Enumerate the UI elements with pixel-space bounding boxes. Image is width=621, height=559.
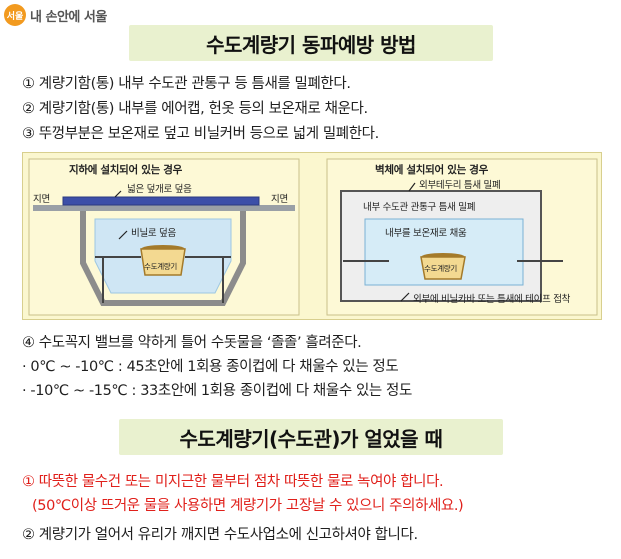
ground-left-label: 지면 — [33, 194, 50, 205]
wide-cover-icon — [62, 196, 260, 206]
logo-text: 내 손안에 서울 — [30, 9, 107, 25]
pipe-down-icon — [102, 257, 224, 303]
flow-note-2: · -10℃ ~ -15℃ : 33초안에 1회용 종이컵에 다 채울수 있는 … — [22, 383, 412, 399]
ground-right-label: 지면 — [271, 194, 288, 205]
wall-title: 벽체에 설치되어 있는 경우 — [375, 164, 489, 176]
seoul-logo-icon: 서울 — [4, 4, 26, 26]
hot-water-warning: (50℃이상 뜨거운 물을 사용하면 계량기가 고장날 수 있으니 주의하세요.… — [32, 498, 464, 514]
section2-title-banner: 수도계량기(수도관)가 얼었을 때 — [119, 419, 503, 455]
inner-seal-label: 내부 수도관 관통구 틈새 밀폐 — [363, 202, 476, 213]
prevention-step-1: ① 계량기함(통) 내부 수도관 관통구 등 틈새를 밀폐한다. — [22, 76, 351, 92]
insulation-diagram: 지하에 설치되어 있는 경우 넓은 덮개로 덮음 지면 지면 비닐로 덮음 수도… — [22, 152, 602, 320]
prevention-step-2: ② 계량기함(통) 내부를 에어캡, 헌옷 등의 보온재로 채운다. — [22, 101, 368, 117]
meter-label: 수도계량기 — [144, 262, 177, 271]
seoul-logo: 서울 내 손안에 서울 — [4, 4, 107, 26]
report-instruction: ② 계량기가 얼어서 유리가 깨지면 수도사업소에 신고하셔야 합니다. — [22, 527, 418, 543]
meter-pit-icon — [80, 211, 246, 306]
wide-cover-label: 넓은 덮개로 덮음 — [127, 184, 192, 195]
prevention-step-4: ④ 수도꼭지 밸브를 약하게 틀어 수돗물을 ‘졸졸’ 흘려준다. — [22, 335, 362, 351]
wall-water-meter-icon — [420, 256, 466, 280]
section1-title: 수도계량기 동파예방 방법 — [206, 32, 416, 57]
prevention-step-3: ③ 뚜껑부분은 보온재로 덮고 비닐커버 등으로 넓게 밀폐한다. — [22, 126, 379, 142]
tape-arrow-icon — [400, 292, 410, 302]
logo-mark-text: 서울 — [6, 11, 24, 22]
insulation-diagram-drawing — [28, 158, 598, 316]
wall-meter-label: 수도계량기 — [424, 264, 457, 273]
water-meter-icon — [140, 248, 186, 276]
vinyl-arrow-icon — [118, 230, 128, 240]
outer-seal-label: 외부테두리 틈새 밀폐 — [419, 180, 501, 191]
fill-label: 내부를 보온재로 채움 — [385, 228, 467, 239]
section2-title: 수도계량기(수도관)가 얼었을 때 — [179, 426, 443, 451]
cover-arrow-icon — [114, 190, 122, 198]
thaw-warning: ① 따뜻한 물수건 또는 미지근한 물부터 점차 따뜻한 물로 녹여야 합니다. — [22, 474, 444, 490]
outer-seal-arrow-icon — [408, 182, 416, 192]
underground-title: 지하에 설치되어 있는 경우 — [69, 164, 183, 176]
vinyl-label: 비닐로 덮음 — [131, 228, 176, 239]
ground-slab-icon — [33, 205, 295, 211]
flow-note-1: · 0℃ ~ -10℃ : 45초안에 1회용 종이컵에 다 채울수 있는 정도 — [22, 359, 399, 375]
tape-label: 외부에 비닐카바 또는 틈새에 테이프 접착 — [413, 294, 571, 305]
section1-title-banner: 수도계량기 동파예방 방법 — [129, 25, 493, 61]
